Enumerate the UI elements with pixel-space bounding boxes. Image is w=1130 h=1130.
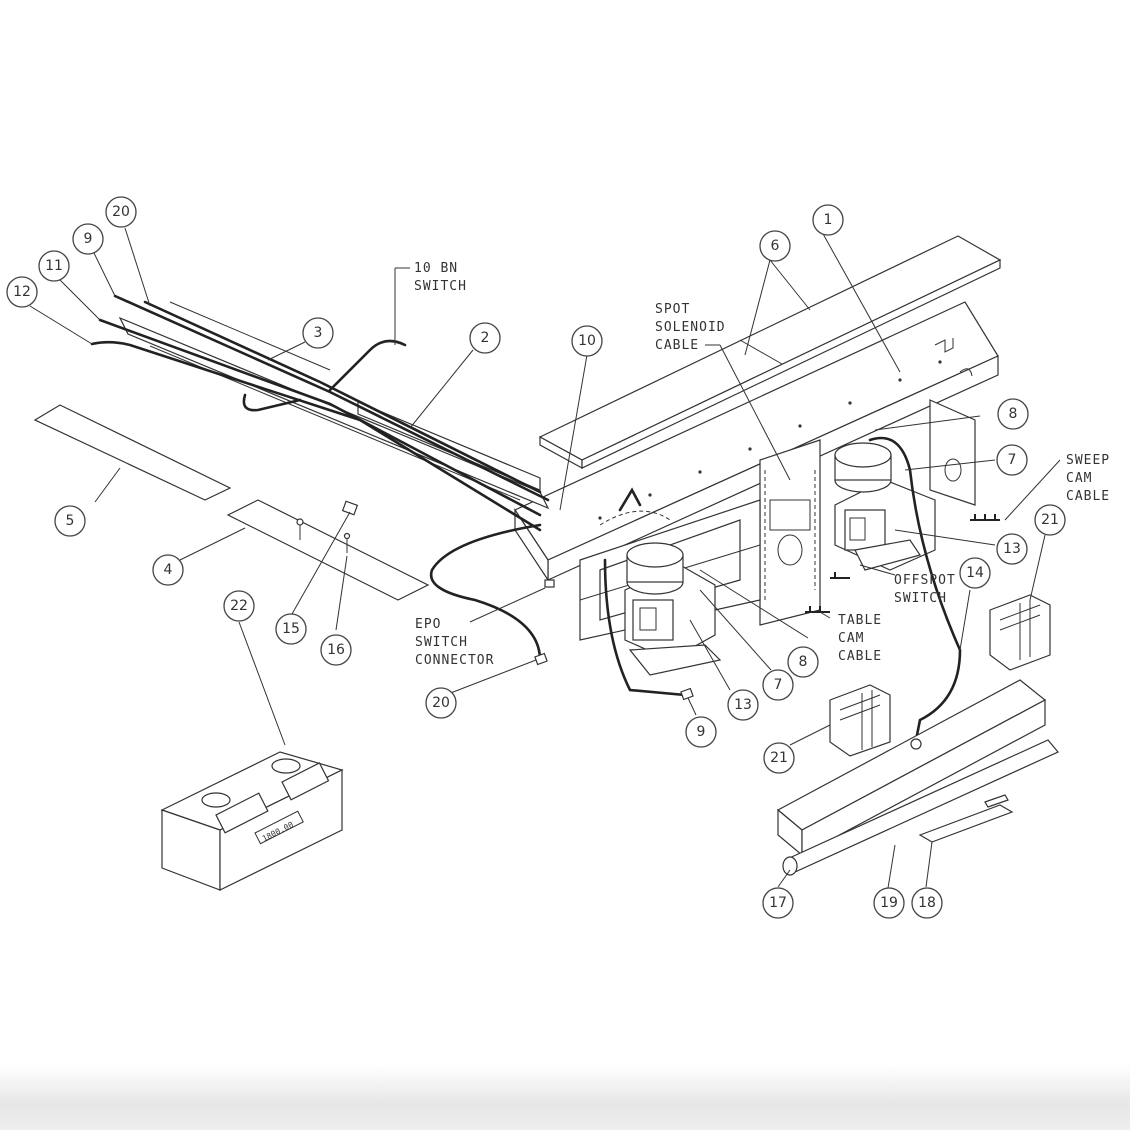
callout-10: 10 bbox=[571, 325, 603, 357]
svg-text:OFFSPOT: OFFSPOT bbox=[894, 573, 956, 588]
svg-text:10: 10 bbox=[578, 333, 596, 349]
cable-bundle bbox=[90, 294, 962, 747]
part-15-clip bbox=[341, 500, 359, 516]
callout-2: 2 bbox=[469, 322, 501, 354]
svg-text:4: 4 bbox=[164, 562, 173, 578]
svg-text:SWITCH: SWITCH bbox=[414, 279, 467, 294]
callout-8-left: 8 bbox=[787, 646, 819, 678]
callout-6: 6 bbox=[759, 230, 791, 262]
svg-text:19: 19 bbox=[880, 895, 898, 911]
callout-11: 11 bbox=[38, 250, 70, 282]
svg-text:21: 21 bbox=[770, 750, 788, 766]
svg-text:3: 3 bbox=[314, 325, 323, 341]
svg-text:15: 15 bbox=[282, 621, 300, 637]
svg-text:22: 22 bbox=[230, 598, 248, 614]
part-6-top-plank bbox=[538, 235, 1002, 470]
dashed-cable-routes bbox=[599, 470, 816, 600]
svg-text:9: 9 bbox=[84, 231, 93, 247]
svg-text:17: 17 bbox=[769, 895, 787, 911]
callout-8-right: 8 bbox=[997, 398, 1029, 430]
svg-text:20: 20 bbox=[432, 695, 450, 711]
callout-20-bottom: 20 bbox=[425, 687, 457, 719]
callout-13-right: 13 bbox=[996, 533, 1028, 565]
frame-bolt-holes bbox=[598, 360, 942, 520]
svg-text:13: 13 bbox=[1003, 541, 1021, 557]
part-5-plank bbox=[33, 404, 232, 501]
svg-text:7: 7 bbox=[774, 677, 783, 693]
part-16-screw bbox=[343, 532, 351, 553]
svg-text:12: 12 bbox=[13, 284, 31, 300]
callout-12: 12 bbox=[6, 276, 38, 308]
label-table-cam-cable: TABLE CAM CABLE bbox=[838, 613, 882, 664]
svg-text:8: 8 bbox=[799, 654, 808, 670]
part-21-connector-right bbox=[989, 594, 1051, 671]
callout-1: 1 bbox=[812, 204, 844, 236]
svg-text:5: 5 bbox=[66, 513, 75, 529]
svg-text:CONNECTOR: CONNECTOR bbox=[415, 653, 494, 668]
part-13-motor-left bbox=[624, 542, 722, 676]
svg-text:6: 6 bbox=[771, 238, 780, 254]
svg-text:7: 7 bbox=[1008, 452, 1017, 468]
callout-22: 22 bbox=[223, 590, 255, 622]
callout-3: 3 bbox=[302, 317, 334, 349]
leader-lines bbox=[29, 227, 1061, 889]
svg-text:SWEEP: SWEEP bbox=[1066, 453, 1110, 468]
bottom-shadow bbox=[0, 1065, 1130, 1130]
label-epo-switch-connector: EPO SWITCH CONNECTOR bbox=[415, 617, 494, 668]
svg-text:SWITCH: SWITCH bbox=[894, 591, 947, 606]
svg-text:16: 16 bbox=[327, 642, 345, 658]
svg-text:SOLENOID: SOLENOID bbox=[655, 320, 726, 335]
svg-text:SWITCH: SWITCH bbox=[415, 635, 468, 650]
callout-18: 18 bbox=[911, 887, 943, 919]
callout-16: 16 bbox=[320, 634, 352, 666]
svg-text:2: 2 bbox=[481, 330, 490, 346]
label-spot-solenoid-cable: SPOT SOLENOID CABLE bbox=[655, 302, 726, 353]
callout-14: 14 bbox=[959, 557, 991, 589]
cable-terminals bbox=[534, 579, 694, 701]
part-21-connector-left bbox=[829, 684, 891, 757]
callout-17: 17 bbox=[762, 887, 794, 919]
callout-21-left: 21 bbox=[763, 742, 795, 774]
label-offspot-switch: OFFSPOT SWITCH bbox=[894, 573, 956, 606]
svg-text:SPOT: SPOT bbox=[655, 302, 690, 317]
ground-connectors bbox=[805, 514, 1000, 613]
callout-9-top: 9 bbox=[72, 223, 104, 255]
callout-19: 19 bbox=[873, 887, 905, 919]
svg-text:11: 11 bbox=[45, 258, 63, 274]
svg-text:20: 20 bbox=[112, 204, 130, 220]
svg-text:CABLE: CABLE bbox=[1066, 489, 1110, 504]
callout-9-bottom: 9 bbox=[685, 716, 717, 748]
callout-20-top: 20 bbox=[105, 196, 137, 228]
part-19-rod bbox=[782, 739, 1059, 876]
svg-text:1: 1 bbox=[824, 212, 833, 228]
callout-7-left: 7 bbox=[762, 669, 794, 701]
svg-text:10 BN: 10 BN bbox=[414, 261, 458, 276]
svg-text:14: 14 bbox=[966, 565, 984, 581]
svg-text:CAM: CAM bbox=[1066, 471, 1092, 486]
part-13-motor-right bbox=[834, 442, 936, 571]
callout-4: 4 bbox=[152, 554, 184, 586]
svg-text:CABLE: CABLE bbox=[838, 649, 882, 664]
svg-text:18: 18 bbox=[918, 895, 936, 911]
svg-text:CABLE: CABLE bbox=[655, 338, 699, 353]
svg-text:8: 8 bbox=[1009, 406, 1018, 422]
part-22-display-box: 1800.00 bbox=[160, 751, 344, 891]
callout-7-right: 7 bbox=[996, 444, 1028, 476]
part-18-plate bbox=[918, 794, 1014, 843]
callout-15: 15 bbox=[275, 613, 307, 645]
svg-text:9: 9 bbox=[697, 724, 706, 740]
svg-text:TABLE: TABLE bbox=[838, 613, 882, 628]
svg-text:EPO: EPO bbox=[415, 617, 441, 632]
part-17-long-box bbox=[776, 679, 1047, 857]
callout-21-right: 21 bbox=[1034, 504, 1066, 536]
svg-text:21: 21 bbox=[1041, 512, 1059, 528]
callout-5: 5 bbox=[54, 505, 86, 537]
callout-13-left: 13 bbox=[727, 689, 759, 721]
label-sweep-cam-cable: SWEEP CAM CABLE bbox=[1066, 453, 1110, 504]
svg-text:13: 13 bbox=[734, 697, 752, 713]
svg-text:CAM: CAM bbox=[838, 631, 864, 646]
label-10bn-switch: 10 BN SWITCH bbox=[400, 261, 467, 294]
